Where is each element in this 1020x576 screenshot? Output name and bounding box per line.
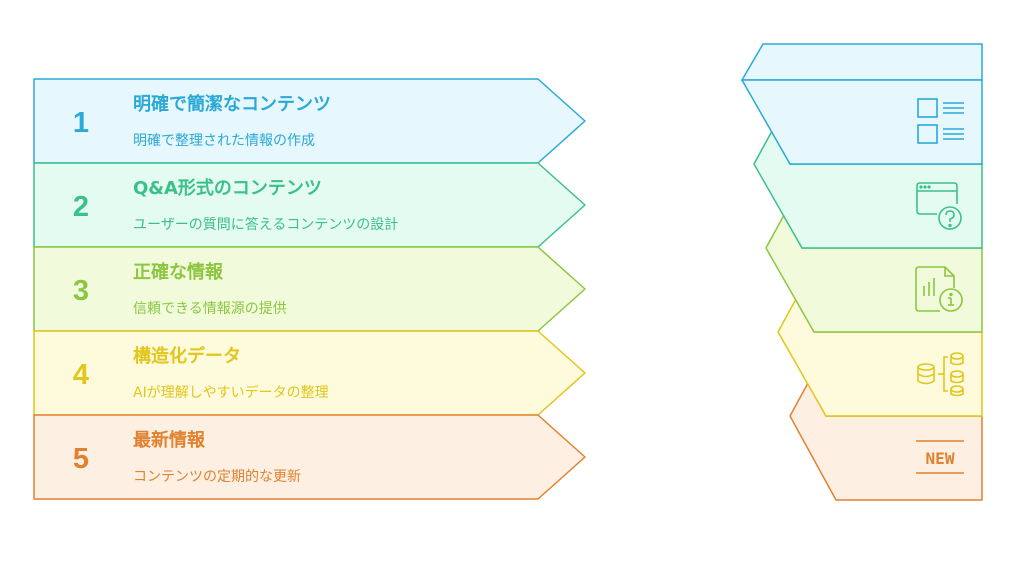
new-badge-icon: NEW (916, 440, 964, 474)
step-description: AIが理解しやすいデータの整理 (133, 384, 329, 401)
step-number: 1 (73, 107, 89, 139)
step-number: 2 (73, 191, 89, 223)
step-number: 5 (73, 443, 89, 475)
step-title: Q&A形式のコンテンツ (133, 177, 322, 199)
new-badge-text: NEW (926, 449, 955, 468)
step-description: 信頼できる情報源の提供 (133, 301, 287, 317)
step-number: 3 (73, 275, 89, 307)
step-row-2: 2 Q&A形式のコンテンツ ユーザーの質問に答えるコンテンツの設計 (33, 162, 586, 248)
step-row-3: 3 正確な情報 信頼できる情報源の提供 (33, 246, 586, 332)
step-title: 正確な情報 (133, 261, 224, 283)
step-row-4: 4 構造化データ AIが理解しやすいデータの整理 (33, 330, 586, 416)
database-structure-icon (917, 352, 964, 397)
report-info-icon (915, 266, 963, 312)
right-stack: NEW (740, 43, 983, 501)
step-row-5: 5 最新情報 コンテンツの定期的な更新 (33, 414, 586, 500)
step-description: コンテンツの定期的な更新 (133, 469, 301, 485)
step-title: 明確で簡潔なコンテンツ (133, 93, 331, 115)
stack-cap (740, 43, 983, 81)
step-list: 1 明確で簡潔なコンテンツ 明確で整理された情報の作成 2 Q&A形式のコンテン… (33, 78, 586, 500)
step-description: ユーザーの質問に答えるコンテンツの設計 (133, 216, 398, 233)
list-layout-icon (917, 98, 964, 144)
step-number: 4 (73, 359, 89, 391)
step-description: 明確で整理された情報の作成 (133, 133, 315, 149)
step-title: 構造化データ (133, 345, 241, 367)
step-row-1: 1 明確で簡潔なコンテンツ 明確で整理された情報の作成 (33, 78, 586, 164)
step-title: 最新情報 (133, 429, 206, 451)
help-window-icon (916, 182, 962, 230)
